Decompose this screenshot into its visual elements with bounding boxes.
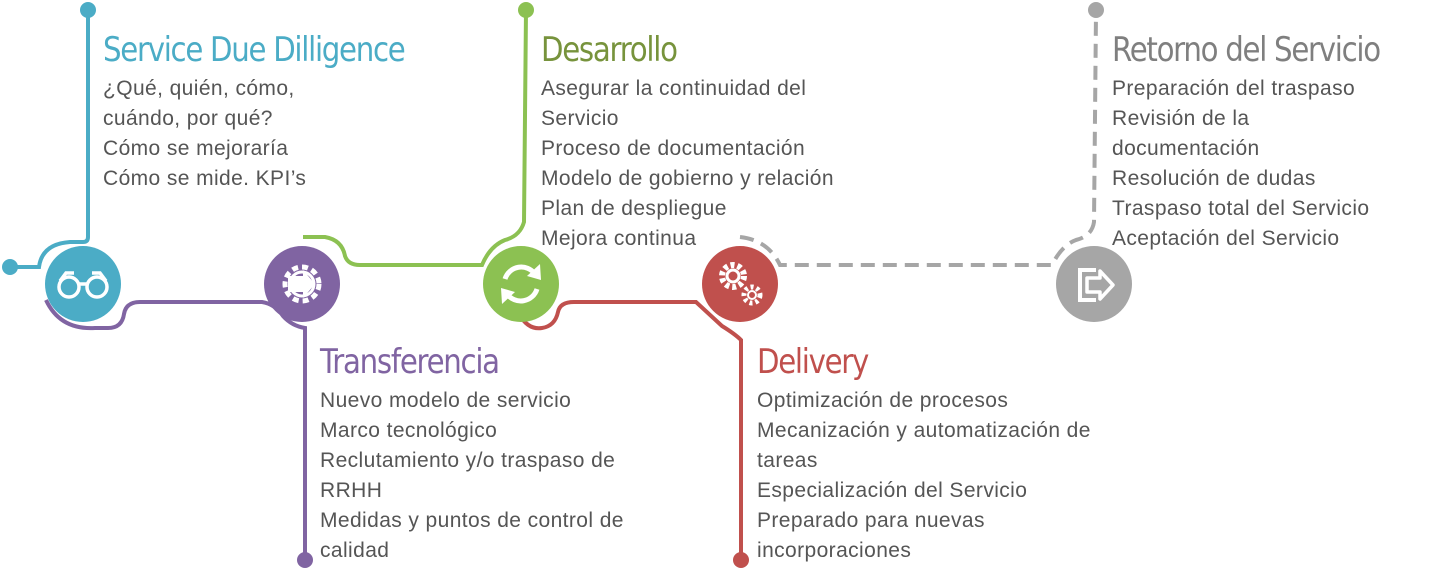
list-item: RRHH — [320, 479, 383, 502]
stage-service-due-dilligence: Service Due Dilligence ¿Qué, quién, cómo… — [103, 30, 406, 194]
transferencia-connector — [44, 299, 307, 560]
list-item: Nuevo modelo de servicio — [320, 389, 572, 412]
stage-items: Asegurar la continuidad del Servicio Pro… — [541, 74, 881, 254]
list-item: Revisión de la — [1112, 107, 1250, 130]
stage-retorno-del-servicio: Retorno del Servicio Preparación del tra… — [1112, 30, 1422, 254]
gear-arrow-icon — [282, 264, 322, 304]
sdd-connector — [10, 10, 90, 269]
list-item: Resolución de dudas — [1112, 167, 1316, 190]
desarrollo-connector — [303, 9, 528, 267]
stage-delivery: Delivery Optimización de procesos Mecani… — [757, 342, 1137, 566]
stage-items: Nuevo modelo de servicio Marco tecnológi… — [320, 386, 670, 566]
list-item: Reclutamiento y/o traspaso de — [320, 449, 616, 472]
transferencia-end-dot — [297, 552, 313, 568]
sdd-end-dot — [2, 259, 18, 275]
list-item: Mejora continua — [541, 227, 697, 250]
retorno-start-dot — [1088, 2, 1104, 18]
list-item: Aceptación del Servicio — [1112, 227, 1340, 250]
sdd-node — [45, 246, 121, 322]
stage-title: Transferencia — [320, 342, 500, 382]
stage-items: Preparación del traspaso Revisión de la … — [1112, 74, 1422, 254]
stage-title: Desarrollo — [541, 30, 678, 70]
list-item: ¿Qué, quién, cómo, — [103, 77, 295, 100]
list-item: cuándo, por qué? — [103, 107, 273, 130]
list-item: documentación — [1112, 137, 1260, 160]
retorno-connector — [739, 11, 1098, 267]
list-item: Modelo de gobierno y relación — [541, 167, 834, 190]
list-item: Preparación del traspaso — [1112, 77, 1356, 100]
list-item: Cómo se mejoraría — [103, 137, 289, 160]
stage-title: Retorno del Servicio — [1112, 30, 1381, 70]
list-item: Cómo se mide. KPI’s — [103, 167, 307, 190]
stage-title: Delivery — [757, 342, 869, 382]
desarrollo-node — [483, 246, 559, 322]
binoculars-icon — [57, 271, 109, 299]
list-item: tareas — [757, 449, 818, 472]
list-item: calidad — [320, 539, 390, 562]
list-item: incorporaciones — [757, 539, 912, 562]
transferencia-node — [264, 246, 340, 322]
list-item: Traspaso total del Servicio — [1112, 197, 1370, 220]
retorno-node — [1056, 246, 1132, 322]
list-item: Marco tecnológico — [320, 419, 498, 442]
stage-items: Optimización de procesos Mecanización y … — [757, 386, 1137, 566]
stage-title: Service Due Dilligence — [103, 30, 406, 70]
desarrollo-start-dot — [518, 2, 534, 18]
list-item: Proceso de documentación — [541, 137, 806, 160]
list-item: Servicio — [541, 107, 619, 130]
refresh-arrows-icon — [502, 264, 540, 304]
list-item: Especialización del Servicio — [757, 479, 1028, 502]
stage-transferencia: Transferencia Nuevo modelo de servicio M… — [320, 342, 670, 566]
list-item: Optimización de procesos — [757, 389, 1009, 412]
delivery-connector — [518, 300, 743, 560]
delivery-node — [702, 246, 778, 322]
list-item: Plan de despliegue — [541, 197, 727, 220]
list-item: Asegurar la continuidad del — [541, 77, 807, 100]
delivery-end-dot — [733, 552, 749, 568]
list-item: Preparado para nuevas — [757, 509, 985, 532]
stage-items: ¿Qué, quién, cómo, cuándo, por qué? Cómo… — [103, 74, 343, 194]
stage-desarrollo: Desarrollo Asegurar la continuidad del S… — [541, 30, 881, 254]
exit-arrow-icon — [1078, 268, 1115, 302]
sdd-start-dot — [80, 2, 96, 18]
list-item: Medidas y puntos de control de — [320, 509, 624, 532]
list-item: Mecanización y automatización de — [757, 419, 1091, 442]
gears-icon — [719, 262, 763, 306]
